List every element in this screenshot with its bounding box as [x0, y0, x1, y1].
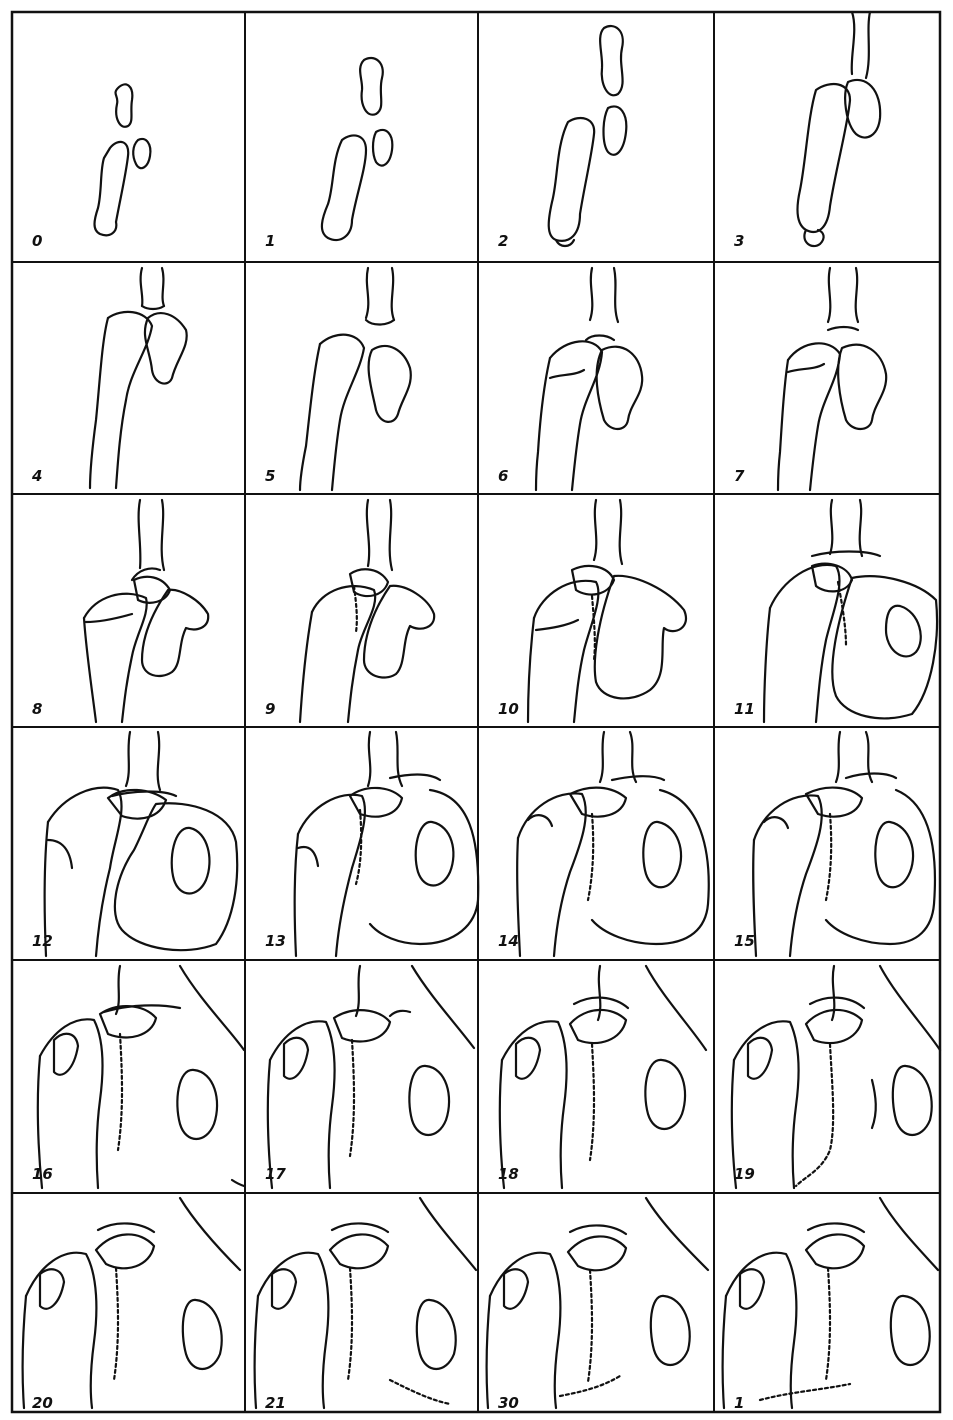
panel-13-drawing [295, 732, 479, 956]
panel-19-drawing [732, 966, 940, 1188]
panel-label: 1 [734, 1394, 744, 1412]
panel-label: 8 [32, 700, 42, 718]
panel-label: 6 [498, 467, 508, 485]
panel-14-drawing [517, 732, 709, 956]
panel-label: 12 [32, 932, 53, 950]
panel-0-drawing [95, 84, 151, 235]
panel-label: 3 [734, 232, 744, 250]
panel-label: 18 [498, 1165, 519, 1183]
panel-label: 10 [498, 700, 519, 718]
panel-3-drawing [798, 12, 881, 246]
panel-label: 15 [734, 932, 755, 950]
panel-30-drawing [487, 1198, 708, 1408]
panel-label: 7 [734, 467, 745, 485]
panel-9-drawing [300, 500, 434, 722]
panel-15-drawing [753, 732, 935, 956]
panel-11-drawing [764, 500, 937, 722]
panel-10-drawing [528, 500, 686, 722]
panel-label: 20 [32, 1394, 53, 1412]
panel-last-drawing [723, 1198, 938, 1408]
panel-label: 4 [31, 467, 42, 485]
panel-21-drawing [255, 1198, 476, 1408]
panel-label: 1 [265, 232, 275, 250]
panel-17-drawing [268, 966, 474, 1188]
panel-1-drawing [322, 58, 392, 240]
panel-16-drawing [38, 966, 244, 1188]
panel-label: 17 [265, 1165, 286, 1183]
bone-drawings [23, 12, 940, 1408]
panel-label: 0 [32, 232, 42, 250]
panel-2-drawing [549, 26, 627, 246]
panel-label: 21 [265, 1394, 286, 1412]
panel-label: 14 [498, 932, 519, 950]
panel-4-drawing [90, 268, 187, 488]
panel-20-drawing [23, 1198, 240, 1408]
panel-label: 16 [32, 1165, 53, 1183]
panel-grid [12, 12, 940, 1412]
panel-8-drawing [84, 500, 208, 722]
panel-label: 2 [498, 232, 508, 250]
panel-label: 30 [498, 1394, 519, 1412]
panel-6-drawing [536, 268, 642, 490]
panel-label: 11 [734, 700, 755, 718]
panel-label: 9 [265, 700, 275, 718]
panel-12-drawing [45, 732, 237, 956]
panel-label: 5 [265, 467, 275, 485]
panel-18-drawing [500, 966, 706, 1188]
panel-7-drawing [778, 268, 886, 490]
panel-label: 19 [734, 1165, 755, 1183]
panel-5-drawing [300, 268, 411, 490]
panel-label: 13 [265, 932, 286, 950]
